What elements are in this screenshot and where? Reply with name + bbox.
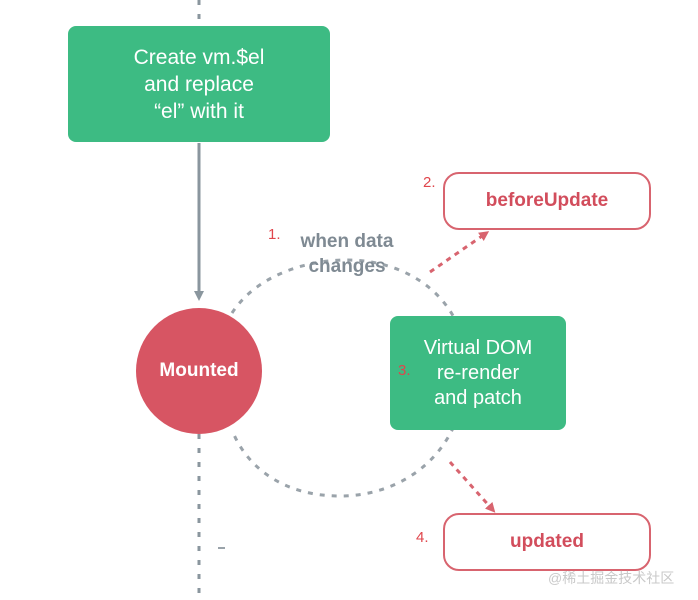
mounted-label: Mounted	[159, 360, 239, 381]
to-updated-arrow	[448, 461, 496, 513]
watermark: @稀土掘金技术社区	[548, 570, 675, 586]
create-line-2: and replace	[144, 72, 254, 96]
updated-box: updated	[443, 513, 651, 571]
virtual-dom-line-3: and patch	[434, 386, 522, 409]
virtual-dom-line-1: Virtual DOM	[423, 336, 533, 359]
create-line-3: “el” with it	[154, 99, 244, 123]
to-before-update-arrow	[429, 231, 490, 274]
step-2-label: 2.	[423, 174, 436, 191]
updated-label: updated	[510, 531, 584, 552]
create-vm-el-box: Create vm.$el and replace “el” with it	[68, 26, 330, 142]
virtual-dom-line-2: re-render	[436, 361, 520, 384]
mounted-circle: Mounted	[136, 308, 262, 434]
before-update-label: beforeUpdate	[485, 190, 609, 211]
step-1-label: 1.	[268, 226, 281, 243]
step-3-label: 3.	[398, 362, 411, 379]
step-4-label: 4.	[416, 529, 429, 546]
create-line-1: Create vm.$el	[133, 45, 265, 69]
before-update-box: beforeUpdate	[443, 172, 651, 230]
when-data-line-2: changes	[308, 256, 386, 277]
when-data-line-1: when data	[300, 231, 394, 252]
when-data-changes-label: when data changes	[282, 229, 412, 279]
virtual-dom-box: Virtual DOM re-render and patch	[390, 316, 566, 430]
